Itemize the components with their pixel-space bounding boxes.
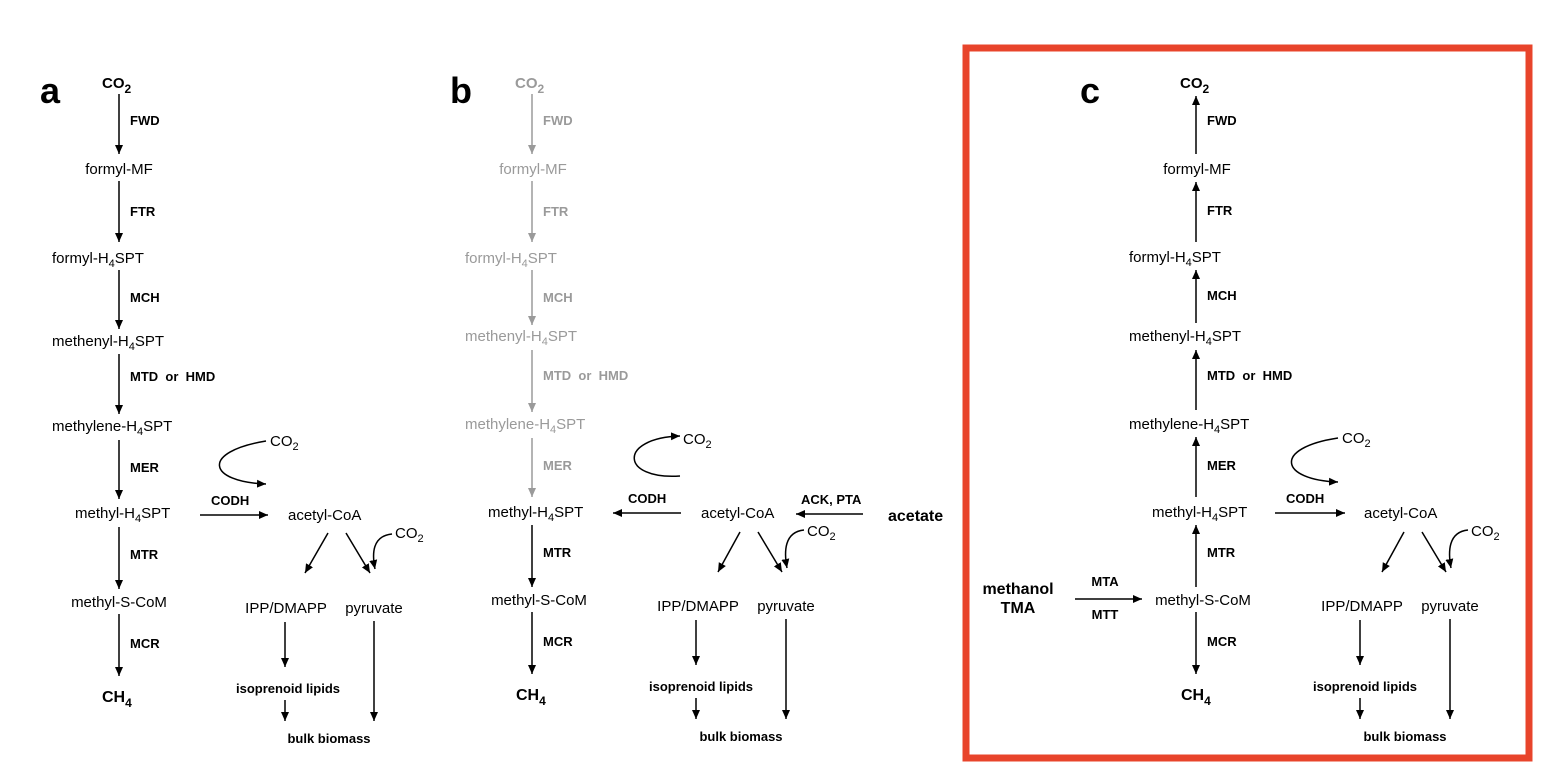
c-ch4: CH4 (1181, 687, 1211, 708)
a-formyl-h4spt: formyl-H4SPT (52, 250, 144, 270)
a-enzyme-fwd: FWD (130, 113, 160, 128)
b-methyl-s-com: methyl-S-CoM (491, 592, 587, 609)
b-methyl-h4spt: methyl-H4SPT (488, 504, 583, 524)
a-enzyme-codh: CODH (211, 493, 249, 508)
c-tma: TMA (1001, 600, 1036, 617)
c-pyruvate: pyruvate (1421, 598, 1479, 615)
c-enzyme-mtr: MTR (1207, 545, 1236, 560)
panel-a-letter: a (40, 70, 61, 111)
a-co2-pyruvate-arrow (369, 533, 393, 570)
b-co2: CO2 (515, 75, 545, 96)
b-formyl-mf: formyl-MF (499, 161, 567, 178)
c-formyl-h4spt: formyl-H4SPT (1129, 249, 1221, 269)
a-formyl-mf: formyl-MF (85, 161, 153, 178)
c-methanol: methanol (982, 581, 1053, 598)
a-ipp-dmapp: IPP/DMAPP (245, 600, 327, 617)
a-co2-pyruvate: CO2 (395, 525, 424, 545)
b-enzyme-ftr: FTR (543, 204, 569, 219)
c-co2-pyruvate-arrow (1445, 529, 1469, 569)
a-enzyme-mch: MCH (130, 290, 160, 305)
c-co2-loop-arrow (1290, 437, 1339, 486)
b-methenyl-h4spt: methenyl-H4SPT (465, 328, 577, 348)
c-methyl-s-com: methyl-S-CoM (1155, 592, 1251, 609)
b-co2-pyruvate-arrow (781, 529, 805, 569)
b-enzyme-codh: CODH (628, 491, 666, 506)
a-co2: CO2 (102, 75, 132, 96)
b-enzyme-mer: MER (543, 458, 573, 473)
c-enzyme-mtt: MTT (1092, 607, 1119, 622)
panel-a: a CO2 FWD formyl-MF FTR formyl-H4SPT MCH… (40, 70, 424, 746)
c-arrow-to-ipp (1381, 531, 1405, 573)
c-co2-codh: CO2 (1342, 430, 1371, 450)
a-methyl-h4spt: methyl-H4SPT (75, 505, 170, 525)
a-enzyme-mtd-hmd: MTD or HMD (130, 369, 215, 384)
c-enzyme-mta: MTA (1091, 574, 1119, 589)
b-ch4: CH4 (516, 687, 546, 708)
b-acetate: acetate (888, 508, 943, 525)
panel-b: b CO2 FWD formyl-MF FTR formyl-H4SPT MCH… (450, 70, 943, 744)
c-enzyme-fwd: FWD (1207, 113, 1237, 128)
c-formyl-mf: formyl-MF (1163, 161, 1231, 178)
a-co2-loop-arrow (218, 440, 267, 488)
a-enzyme-mtr: MTR (130, 547, 159, 562)
panel-c-highlight-frame (962, 44, 1533, 762)
b-co2-codh: CO2 (683, 431, 712, 451)
b-methylene-h4spt: methylene-H4SPT (465, 416, 585, 436)
b-isoprenoid-lipids: isoprenoid lipids (649, 679, 753, 694)
b-co2-pyruvate: CO2 (807, 523, 836, 543)
c-enzyme-mch: MCH (1207, 288, 1237, 303)
c-enzyme-codh: CODH (1286, 491, 1324, 506)
a-enzyme-mer: MER (130, 460, 160, 475)
panel-b-letter: b (450, 70, 472, 111)
c-bulk-biomass: bulk biomass (1363, 729, 1446, 744)
c-enzyme-ftr: FTR (1207, 203, 1233, 218)
c-methylene-h4spt: methylene-H4SPT (1129, 416, 1249, 436)
a-methylene-h4spt: methylene-H4SPT (52, 418, 172, 438)
c-enzyme-mcr: MCR (1207, 634, 1237, 649)
c-methenyl-h4spt: methenyl-H4SPT (1129, 328, 1241, 348)
b-formyl-h4spt: formyl-H4SPT (465, 250, 557, 270)
b-acetyl-coa: acetyl-CoA (701, 505, 774, 522)
c-arrow-to-pyruvate (1421, 531, 1447, 573)
a-ch4: CH4 (102, 689, 132, 710)
c-co2-pyruvate: CO2 (1471, 523, 1500, 543)
panel-c-letter: c (1080, 70, 1100, 111)
b-enzyme-fwd: FWD (543, 113, 573, 128)
c-isoprenoid-lipids: isoprenoid lipids (1313, 679, 1417, 694)
a-isoprenoid-lipids: isoprenoid lipids (236, 681, 340, 696)
a-enzyme-ftr: FTR (130, 204, 156, 219)
c-ipp-dmapp: IPP/DMAPP (1321, 598, 1403, 615)
b-enzyme-mtd-hmd: MTD or HMD (543, 368, 628, 383)
b-ipp-dmapp: IPP/DMAPP (657, 598, 739, 615)
c-methyl-h4spt: methyl-H4SPT (1152, 504, 1247, 524)
b-arrow-to-ipp (717, 531, 741, 573)
b-arrow-to-pyruvate (757, 531, 783, 573)
b-enzyme-ack-pta: ACK, PTA (801, 492, 862, 507)
a-arrow-to-ipp (304, 532, 329, 574)
b-co2-loop-arrow (633, 432, 681, 477)
a-methenyl-h4spt: methenyl-H4SPT (52, 333, 164, 353)
b-enzyme-mch: MCH (543, 290, 573, 305)
c-enzyme-mtd-hmd: MTD or HMD (1207, 368, 1292, 383)
panel-c: c CO2 FWD formyl-MF FTR formyl-H4SPT MCH… (982, 70, 1499, 744)
c-acetyl-coa: acetyl-CoA (1364, 505, 1437, 522)
b-pyruvate: pyruvate (757, 598, 815, 615)
a-arrow-to-pyruvate (345, 532, 371, 574)
a-bulk-biomass: bulk biomass (287, 731, 370, 746)
c-co2: CO2 (1180, 75, 1210, 96)
b-enzyme-mtr: MTR (543, 545, 572, 560)
c-enzyme-mer: MER (1207, 458, 1237, 473)
a-acetyl-coa: acetyl-CoA (288, 507, 361, 524)
a-co2-codh: CO2 (270, 433, 299, 453)
a-methyl-s-com: methyl-S-CoM (71, 594, 167, 611)
b-bulk-biomass: bulk biomass (699, 729, 782, 744)
a-enzyme-mcr: MCR (130, 636, 160, 651)
b-enzyme-mcr: MCR (543, 634, 573, 649)
a-pyruvate: pyruvate (345, 600, 403, 617)
